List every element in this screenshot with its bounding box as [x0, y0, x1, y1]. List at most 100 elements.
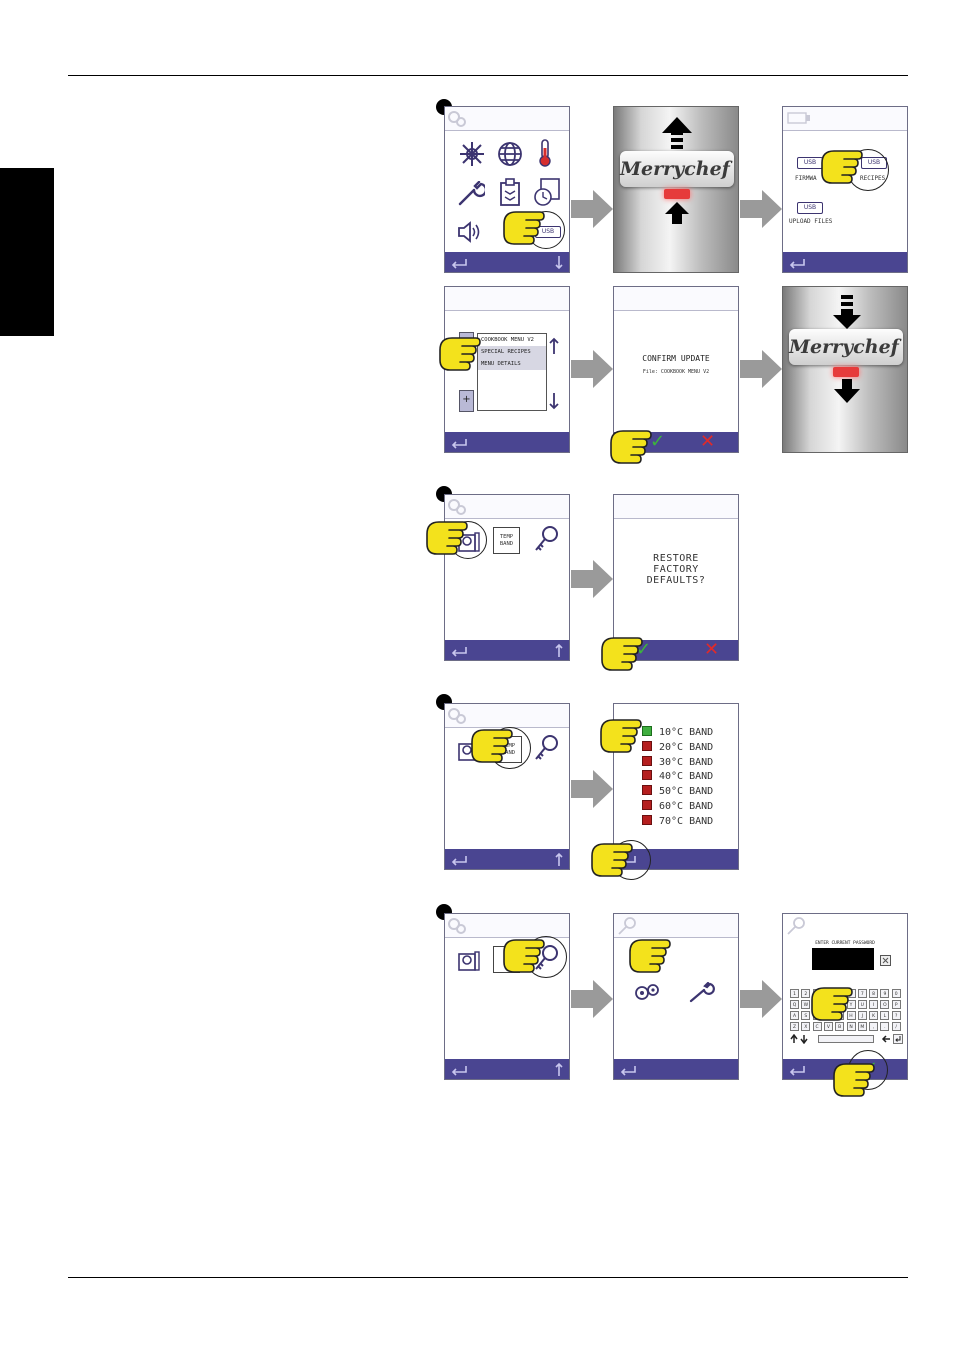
keyboard-key[interactable]: 0 — [891, 989, 901, 998]
key-icon[interactable] — [533, 734, 559, 762]
key-icon[interactable] — [533, 525, 559, 553]
speaker-icon[interactable] — [457, 220, 483, 244]
unchecked-checkbox[interactable] — [642, 785, 652, 796]
scroll-up-icon[interactable] — [554, 1062, 564, 1077]
backspace-icon[interactable] — [881, 1034, 891, 1044]
space-bar[interactable] — [818, 1035, 874, 1043]
keyboard-key[interactable]: H — [846, 1011, 856, 1020]
back-icon[interactable] — [619, 1064, 637, 1076]
gears-icon[interactable] — [634, 982, 660, 1004]
scroll-up-icon[interactable] — [549, 337, 559, 355]
temp-band-option[interactable]: 50°C BAND — [642, 785, 713, 799]
keyboard-key[interactable]: M — [857, 1022, 867, 1031]
back-icon[interactable] — [450, 257, 468, 269]
confirm-check-icon[interactable]: ✓ — [650, 431, 666, 452]
scroll-down-icon[interactable] — [549, 392, 559, 410]
keyboard-key[interactable]: 8 — [869, 989, 879, 998]
back-icon[interactable] — [788, 257, 806, 269]
pointing-hand-icon — [629, 939, 671, 973]
keyboard-key[interactable]: 7 — [857, 989, 867, 998]
snowflake-icon[interactable] — [459, 141, 485, 167]
keyboard-key[interactable]: 1 — [790, 989, 799, 998]
back-icon[interactable] — [450, 1064, 468, 1076]
keyboard-key[interactable]: O — [880, 1000, 890, 1009]
title-bar — [445, 914, 569, 938]
collapse-button[interactable]: + — [459, 390, 474, 412]
keyboard-key[interactable]: S — [801, 1011, 811, 1020]
clear-field-icon[interactable] — [880, 955, 891, 966]
thermometer-icon[interactable] — [537, 139, 553, 167]
keyboard-key[interactable]: W — [801, 1000, 811, 1009]
title-bar — [445, 107, 569, 131]
bottom-bar — [614, 1059, 738, 1079]
factory-reset-icon[interactable] — [457, 948, 481, 972]
keyboard-key[interactable]: 2 — [801, 989, 811, 998]
list-item[interactable]: COOKBOOK MENU V2 — [481, 337, 534, 343]
upload-files-label[interactable]: UPLOAD FILES — [789, 218, 833, 225]
keyboard-key[interactable]: U — [857, 1000, 867, 1009]
keyboard-key[interactable]: Z — [790, 1022, 799, 1031]
keyboard-key[interactable]: X — [801, 1022, 811, 1031]
unchecked-checkbox[interactable] — [642, 770, 652, 781]
keyboard-key[interactable]: / — [891, 1022, 901, 1031]
checked-checkbox[interactable] — [642, 726, 652, 736]
temp-band-option[interactable]: 60°C BAND — [642, 800, 713, 814]
confirm-title: CONFIRM UPDATE — [642, 354, 710, 363]
pointing-hand-icon — [439, 337, 481, 371]
unchecked-checkbox[interactable] — [642, 755, 652, 766]
usb-title-icon — [787, 112, 810, 124]
keyboard-key[interactable]: N — [846, 1022, 856, 1031]
shift-arrows-icon[interactable] — [789, 1034, 809, 1044]
clipboard-book-icon[interactable] — [499, 177, 521, 207]
temp-band-option[interactable]: 40°C BAND — [642, 770, 713, 784]
keyboard-key[interactable]: K — [869, 1011, 879, 1020]
wrench-icon[interactable] — [457, 181, 485, 207]
password-field[interactable] — [812, 948, 874, 970]
keyboard-key[interactable]: L — [880, 1011, 890, 1020]
unchecked-checkbox[interactable] — [642, 800, 652, 810]
keyboard-key[interactable]: J — [857, 1011, 867, 1020]
merrychef-logo: Merrychef — [789, 329, 903, 365]
cancel-cross-icon[interactable]: ✕ — [700, 431, 716, 452]
temp-band-option[interactable]: 70°C BAND — [642, 814, 713, 829]
enter-icon[interactable] — [893, 1034, 903, 1044]
keyboard-key[interactable]: , — [869, 1022, 879, 1031]
keyboard-key[interactable]: ? — [891, 1011, 901, 1020]
keyboard-key[interactable]: . — [880, 1022, 890, 1031]
flow-arrow — [740, 350, 782, 388]
temp-band-option[interactable]: 20°C BAND — [642, 740, 713, 755]
back-icon[interactable] — [450, 437, 468, 449]
list-item[interactable]: SPECIAL RECIPES — [478, 346, 546, 358]
list-item[interactable]: MENU DETAILS — [478, 358, 546, 370]
cancel-cross-icon[interactable]: ✕ — [704, 639, 720, 660]
keyboard-key[interactable]: I — [869, 1000, 879, 1009]
keyboard-key[interactable]: V — [823, 1022, 833, 1031]
keyboard-key[interactable]: P — [891, 1000, 901, 1009]
back-icon[interactable] — [450, 854, 468, 866]
unchecked-checkbox[interactable] — [642, 740, 652, 751]
schedule-icon[interactable] — [533, 177, 561, 207]
wrench-icon[interactable] — [688, 982, 716, 1004]
scroll-up-icon[interactable] — [554, 643, 564, 658]
back-icon[interactable] — [788, 1064, 806, 1076]
temp-band-option[interactable]: 10°C BAND — [642, 726, 713, 740]
keyboard-key[interactable]: B — [835, 1022, 845, 1031]
firmware-label[interactable]: FIRMWA — [795, 175, 817, 182]
scroll-down-icon[interactable] — [554, 255, 564, 270]
title-bar — [445, 287, 569, 311]
scroll-up-icon[interactable] — [554, 852, 564, 867]
keyboard-key[interactable]: Y — [846, 1000, 856, 1009]
temp-band-option[interactable]: 30°C BAND — [642, 755, 713, 770]
globe-icon[interactable] — [497, 141, 523, 167]
flow-arrow — [571, 190, 613, 228]
upload-usb-icon[interactable]: USB — [797, 202, 823, 214]
back-icon[interactable] — [450, 645, 468, 657]
pointing-hand-icon — [600, 719, 642, 753]
keyboard-key[interactable]: A — [790, 1011, 799, 1020]
keyboard-key[interactable]: 9 — [880, 989, 890, 998]
keyboard-key[interactable]: C — [812, 1022, 822, 1031]
unchecked-checkbox[interactable] — [642, 814, 652, 825]
merrychef-display-down: Merrychef — [782, 286, 908, 453]
keyboard-key[interactable]: Q — [790, 1000, 799, 1009]
